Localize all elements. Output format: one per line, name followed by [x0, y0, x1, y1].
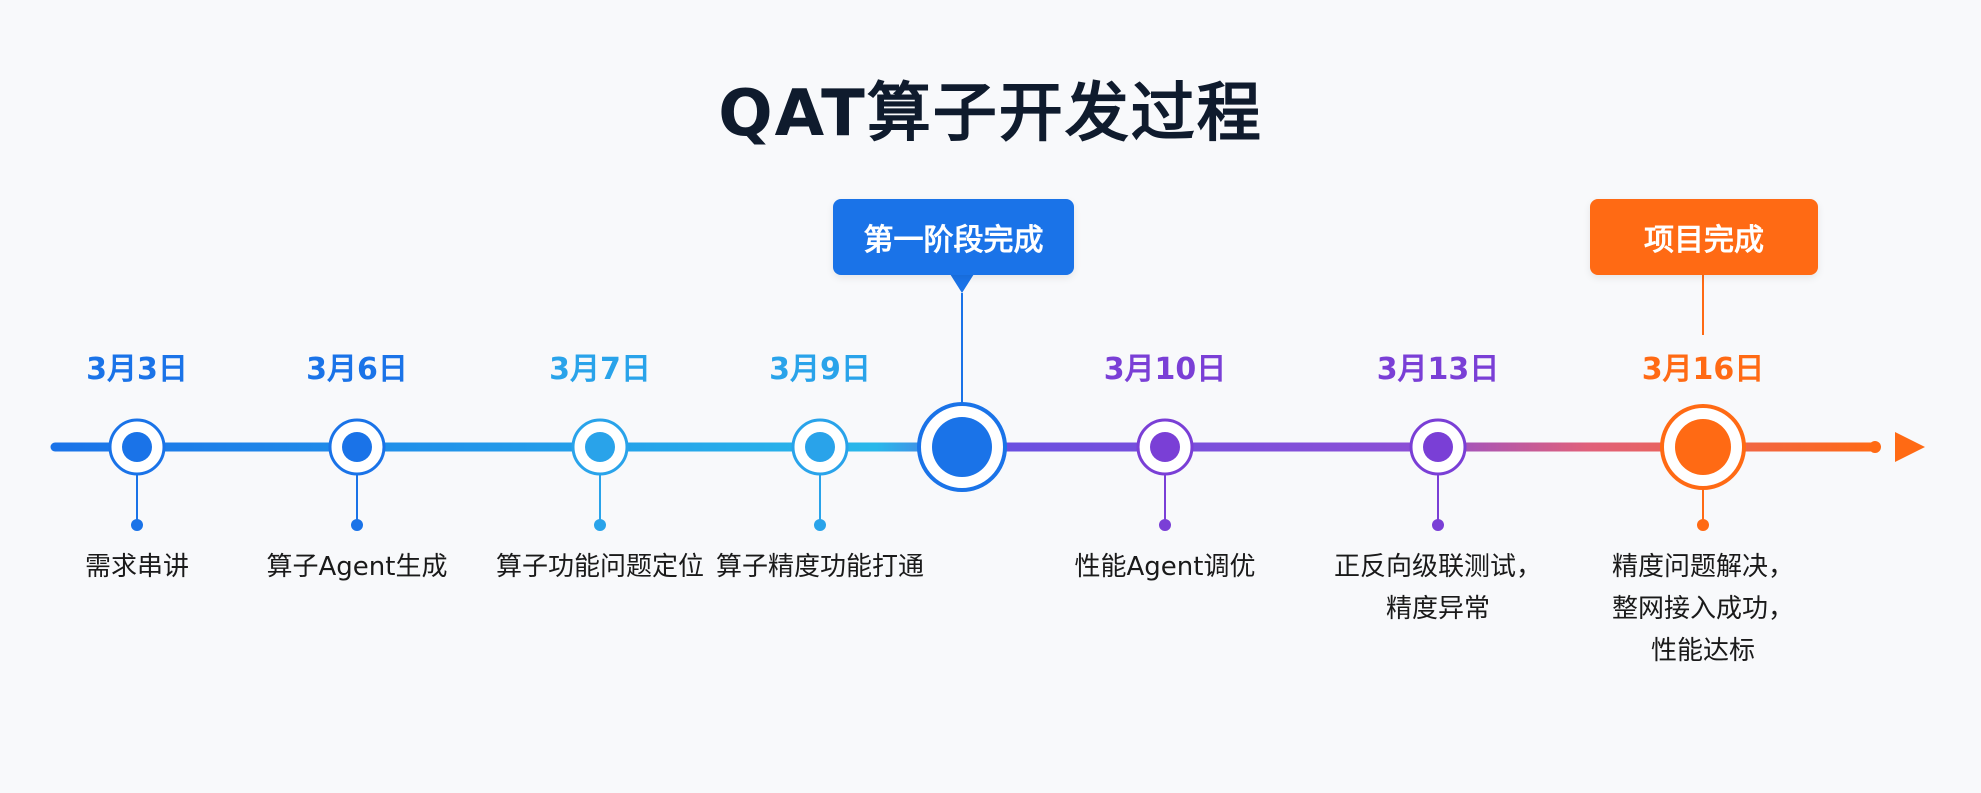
- milestone-stem-dot: [1697, 519, 1709, 531]
- milestone-label-line: 精度异常: [1385, 594, 1490, 624]
- milestone-label: 算子Agent生成: [242, 546, 472, 588]
- phase-node-dot: [932, 417, 992, 477]
- milestone-node-dot: [122, 432, 152, 462]
- phase-complete-callout: 第一阶段完成: [833, 199, 1074, 275]
- milestone-stem-dot: [131, 519, 143, 531]
- milestone-node-dot: [805, 432, 835, 462]
- milestone-label-line: 算子精度功能打通: [715, 552, 924, 582]
- milestone-label: 算子精度功能打通: [705, 546, 935, 588]
- timeline-end-dot: [1869, 441, 1881, 453]
- milestone-node-dot: [342, 432, 372, 462]
- milestone-stem-dot: [594, 519, 606, 531]
- milestone-label-line: 精度问题解决，: [1611, 552, 1794, 582]
- milestone-node-dot: [1423, 432, 1453, 462]
- milestone-date: 3月16日: [1641, 352, 1765, 387]
- project-complete-callout: 项目完成: [1590, 199, 1818, 275]
- milestone-label: 性能Agent调优: [1050, 546, 1280, 588]
- milestone-label-line: 算子功能问题定位: [495, 552, 704, 582]
- milestone-date: 3月7日: [549, 352, 651, 387]
- milestone-label-line: 性能达标: [1650, 636, 1755, 666]
- milestone-label: 正反向级联测试， 精度异常: [1323, 546, 1553, 630]
- milestone-node-dot: [585, 432, 615, 462]
- milestone-stem-dot: [1432, 519, 1444, 531]
- milestone-label-line: 需求串讲: [84, 552, 189, 582]
- milestone-node-dot: [1675, 419, 1731, 475]
- milestone-date: 3月6日: [306, 352, 408, 387]
- callout-pointer: [950, 274, 974, 293]
- milestone-stem-dot: [351, 519, 363, 531]
- milestone-label: 算子功能问题定位: [485, 546, 715, 588]
- milestone-label-line: 算子Agent生成: [266, 552, 448, 582]
- milestone-node-dot: [1150, 432, 1180, 462]
- timeline-arrow-icon: [1895, 432, 1925, 462]
- milestone-date: 3月9日: [769, 352, 871, 387]
- milestone-label: 需求串讲: [22, 546, 252, 588]
- milestone-stem-dot: [1159, 519, 1171, 531]
- milestone-label-line: 性能Agent调优: [1074, 552, 1256, 582]
- milestone-date: 3月3日: [86, 352, 188, 387]
- milestone-date: 3月10日: [1103, 352, 1227, 387]
- milestone-stem-dot: [814, 519, 826, 531]
- milestone-label-line: 整网接入成功，: [1611, 594, 1794, 624]
- page-title: QAT算子开发过程: [718, 77, 1263, 151]
- milestone-label-line: 正反向级联测试，: [1333, 552, 1542, 582]
- milestone-date: 3月13日: [1376, 352, 1500, 387]
- milestone-label: 精度问题解决， 整网接入成功， 性能达标: [1588, 546, 1818, 672]
